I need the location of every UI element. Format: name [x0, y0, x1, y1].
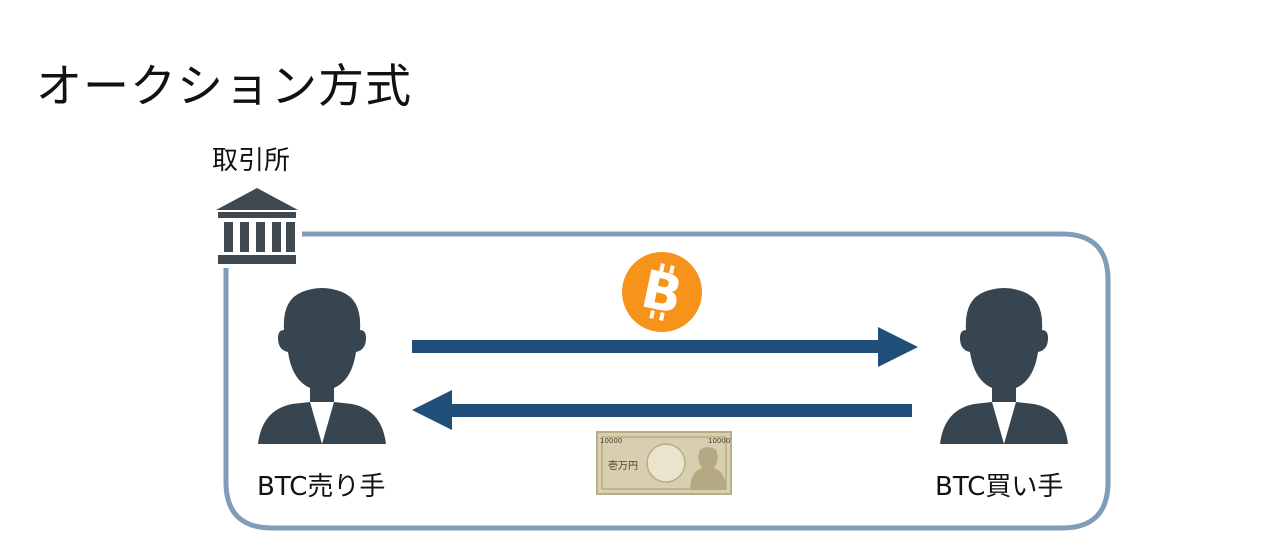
banknote-number-right: 10000	[708, 437, 730, 445]
buyer-label: BTC買い手	[935, 472, 1064, 502]
seller-person-icon	[258, 288, 386, 444]
btc-flow-arrow	[412, 327, 918, 367]
bitcoin-icon: B	[622, 252, 702, 332]
exchange-frame	[223, 231, 1111, 531]
buyer-person-icon	[940, 288, 1068, 444]
yen-flow-arrow	[412, 390, 912, 430]
bank-building-icon	[216, 188, 298, 264]
banknote-denomination: 壱万円	[608, 459, 638, 472]
page-title: オークション方式	[36, 59, 412, 113]
exchange-label: 取引所	[212, 146, 291, 176]
seller-label: BTC売り手	[257, 472, 386, 502]
yen-banknote-icon: 10000 10000 壱万円	[596, 431, 732, 495]
banknote-number-left: 10000	[600, 437, 622, 445]
